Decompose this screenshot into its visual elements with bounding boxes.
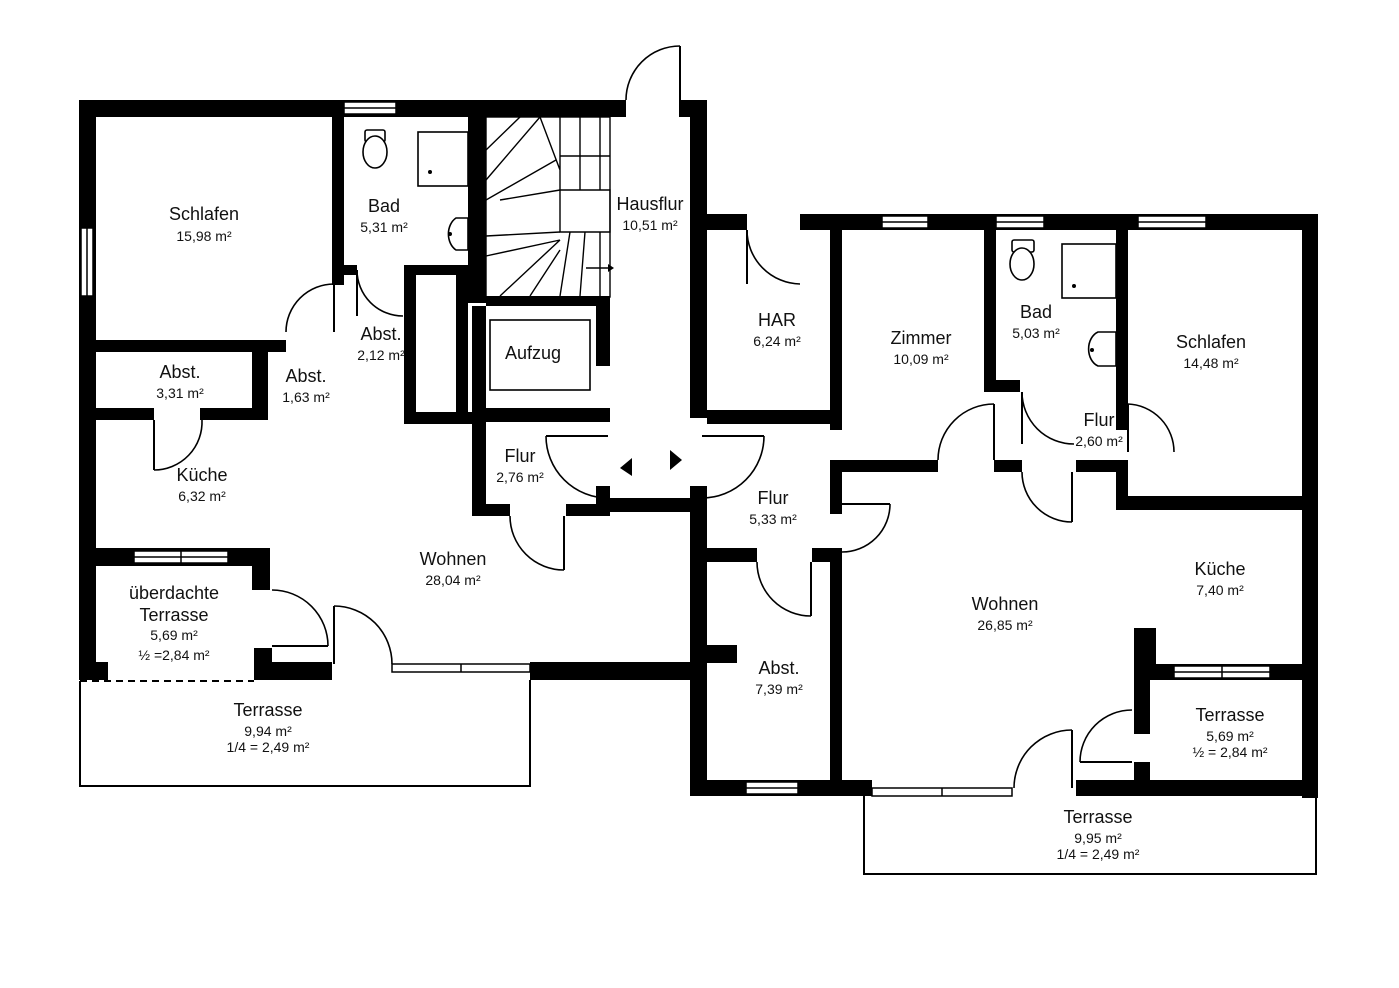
windows xyxy=(80,101,1271,797)
room-name-abst-739: Abst. xyxy=(758,658,799,678)
room-name-zimmer: Zimmer xyxy=(891,328,952,348)
room-area-schlafen-right: 14,48 m² xyxy=(1183,355,1239,371)
terraces xyxy=(79,680,1317,875)
doors xyxy=(153,45,1175,789)
room-name-wohnen-left: Wohnen xyxy=(420,549,487,569)
room-area-flur-276: 2,76 m² xyxy=(496,469,544,485)
elevator xyxy=(489,319,682,476)
room-area-kueche-left: 6,32 m² xyxy=(178,488,226,504)
toilet-icon xyxy=(362,129,388,169)
room-name-kueche-left: Küche xyxy=(176,465,227,485)
room-area-zimmer: 10,09 m² xyxy=(893,351,949,367)
room-name-flur-276: Flur xyxy=(505,446,536,466)
shower-icon xyxy=(1061,243,1117,299)
room-area-terrasse-small-1: 5,69 m² xyxy=(1206,728,1254,744)
room-area-wohnen-right: 26,85 m² xyxy=(977,617,1033,633)
room-name-flur-260: Flur xyxy=(1084,410,1115,430)
room-name-bad-left: Bad xyxy=(368,196,400,216)
labels-right: HAR 6,24 m² Zimmer 10,09 m² Bad 5,03 m² … xyxy=(749,302,1268,862)
room-area-abst-163: 1,63 m² xyxy=(282,389,330,405)
sink-icon xyxy=(447,217,469,251)
fixtures xyxy=(362,129,1117,367)
room-area-terrasse-left-2: 1/4 = 2,49 m² xyxy=(227,739,310,755)
room-name-wohnen-right: Wohnen xyxy=(972,594,1039,614)
room-name-kueche-right: Küche xyxy=(1194,559,1245,579)
room-area-terrasse-right-1: 9,95 m² xyxy=(1074,830,1122,846)
room-area-abst-212: 2,12 m² xyxy=(357,347,405,363)
room-name-hausflur: Hausflur xyxy=(616,194,683,214)
room-area-ueberdachte-2: ½ =2,84 m² xyxy=(138,647,210,663)
elevator-door-arrows-icon xyxy=(620,458,632,476)
room-name-abst-331: Abst. xyxy=(159,362,200,382)
staircase-icon xyxy=(485,116,614,298)
room-name-aufzug: Aufzug xyxy=(505,343,561,363)
room-area-terrasse-right-2: 1/4 = 2,49 m² xyxy=(1057,846,1140,862)
walls-left xyxy=(79,100,707,796)
room-name-ueberdachte-1: überdachte xyxy=(129,583,219,603)
room-area-terrasse-left-1: 9,94 m² xyxy=(244,723,292,739)
room-name-abst-163: Abst. xyxy=(285,366,326,386)
room-name-schlafen-left: Schlafen xyxy=(169,204,239,224)
room-area-schlafen-left: 15,98 m² xyxy=(176,228,232,244)
room-area-flur-533: 5,33 m² xyxy=(749,511,797,527)
room-area-bad-left: 5,31 m² xyxy=(360,219,408,235)
labels-left: Schlafen 15,98 m² Bad 5,31 m² Hausflur 1… xyxy=(129,194,684,755)
room-name-ueberdachte-2: Terrasse xyxy=(139,605,208,625)
room-name-flur-533: Flur xyxy=(758,488,789,508)
room-name-abst-212: Abst. xyxy=(360,324,401,344)
room-name-bad-right: Bad xyxy=(1020,302,1052,322)
shower-icon xyxy=(417,131,469,187)
sink-icon xyxy=(1087,331,1117,367)
room-area-ueberdachte-1: 5,69 m² xyxy=(150,627,198,643)
room-area-wohnen-left: 28,04 m² xyxy=(425,572,481,588)
room-area-bad-right: 5,03 m² xyxy=(1012,325,1060,341)
room-area-kueche-right: 7,40 m² xyxy=(1196,582,1244,598)
room-area-hausflur: 10,51 m² xyxy=(622,217,678,233)
room-area-abst-739: 7,39 m² xyxy=(755,681,803,697)
room-name-schlafen-right: Schlafen xyxy=(1176,332,1246,352)
room-name-terrasse-left: Terrasse xyxy=(233,700,302,720)
room-name-terrasse-right: Terrasse xyxy=(1063,807,1132,827)
room-area-flur-260: 2,60 m² xyxy=(1075,433,1123,449)
room-name-terrasse-small: Terrasse xyxy=(1195,705,1264,725)
toilet-icon xyxy=(1009,239,1035,281)
room-area-abst-331: 3,31 m² xyxy=(156,385,204,401)
room-area-terrasse-small-2: ½ = 2,84 m² xyxy=(1192,744,1267,760)
room-area-har: 6,24 m² xyxy=(753,333,801,349)
room-name-har: HAR xyxy=(758,310,796,330)
